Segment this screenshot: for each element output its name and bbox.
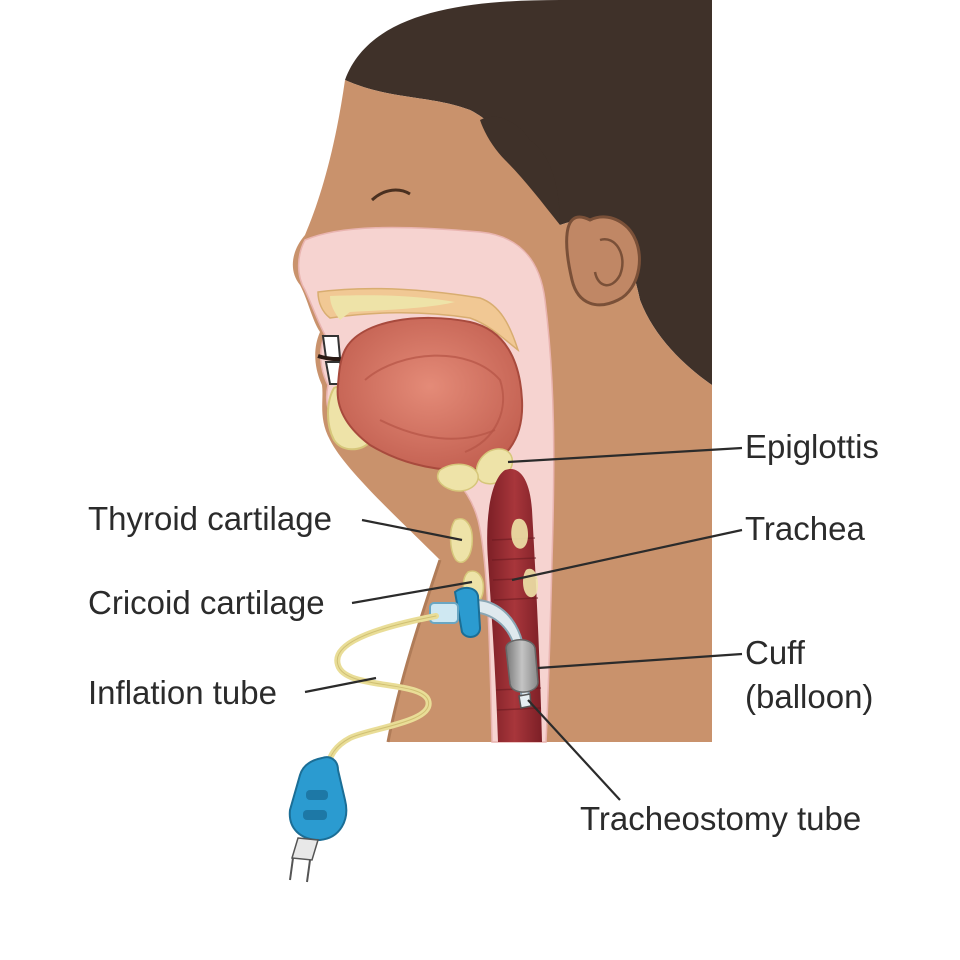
flange-connector — [429, 602, 459, 624]
pilot-grip-1 — [306, 790, 328, 800]
leader-thyroid — [361, 518, 463, 542]
valve-connector — [291, 837, 319, 861]
valve-pin-1 — [289, 857, 294, 881]
palate-bone — [330, 295, 455, 320]
trach-flange — [453, 586, 482, 638]
hair-tuft — [480, 116, 560, 225]
leader-inflation — [304, 676, 377, 694]
label-cuff: Cuff — [745, 634, 806, 671]
cuff-balloon — [505, 639, 539, 693]
leader-cricoid — [351, 580, 473, 605]
label-trachea: Trachea — [745, 510, 865, 547]
posterior-cartilage — [511, 518, 528, 549]
pilot-grip-2 — [303, 810, 327, 820]
leader-trachea — [511, 528, 743, 582]
label-tracheostomy-tube: Tracheostomy tube — [580, 800, 861, 837]
inflation-tube-outline — [325, 615, 437, 771]
tube-tip — [518, 693, 532, 709]
neck-front-edge — [386, 559, 442, 743]
ear — [565, 215, 641, 307]
label-cuff-balloon: (balloon) — [745, 678, 873, 715]
hyoid — [436, 463, 479, 492]
tongue-fold — [364, 354, 505, 453]
leader-trach-tube — [527, 699, 621, 801]
leader-epiglottis — [507, 446, 743, 464]
label-inflation-tube: Inflation tube — [88, 674, 277, 711]
leader-cuff — [537, 652, 743, 670]
valve-pin-2 — [306, 859, 311, 883]
upper-tooth — [321, 335, 342, 359]
label-epiglottis: Epiglottis — [745, 428, 879, 465]
ear-inner — [593, 238, 624, 287]
label-cricoid-cartilage: Cricoid cartilage — [88, 584, 325, 621]
label-thyroid-cartilage: Thyroid cartilage — [88, 500, 332, 537]
tongue-fold-2 — [379, 419, 496, 440]
eye — [370, 188, 411, 202]
hair — [345, 0, 712, 385]
